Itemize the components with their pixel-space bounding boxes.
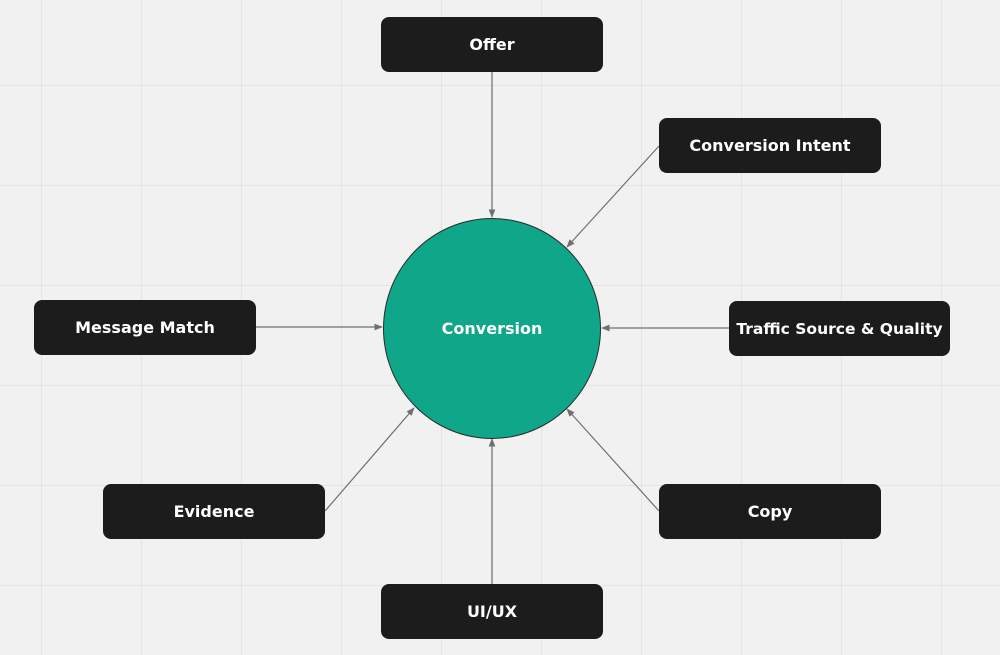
node-uiux[interactable]: UI/UX — [381, 584, 603, 639]
node-evidence-label: Evidence — [173, 502, 255, 521]
node-message-match[interactable]: Message Match — [34, 300, 256, 355]
connector-evidence — [324, 407, 415, 512]
conversion-circle[interactable]: Conversion — [383, 218, 601, 439]
node-message-match-label: Message Match — [75, 318, 215, 337]
node-evidence[interactable]: Evidence — [103, 484, 325, 539]
conversion-label: Conversion — [441, 319, 543, 338]
node-conversion-intent-label: Conversion Intent — [689, 136, 851, 155]
connector-conversion-intent — [566, 145, 660, 248]
node-conversion-intent[interactable]: Conversion Intent — [659, 118, 881, 173]
node-traffic-source-quality[interactable]: Traffic Source & Quality — [729, 301, 950, 356]
node-copy[interactable]: Copy — [659, 484, 881, 539]
node-copy-label: Copy — [747, 502, 793, 521]
node-traffic-source-quality-label: Traffic Source & Quality — [736, 319, 943, 338]
connector-copy — [566, 408, 660, 512]
node-offer[interactable]: Offer — [381, 17, 603, 72]
node-offer-label: Offer — [469, 35, 515, 54]
node-uiux-label: UI/UX — [466, 602, 518, 621]
